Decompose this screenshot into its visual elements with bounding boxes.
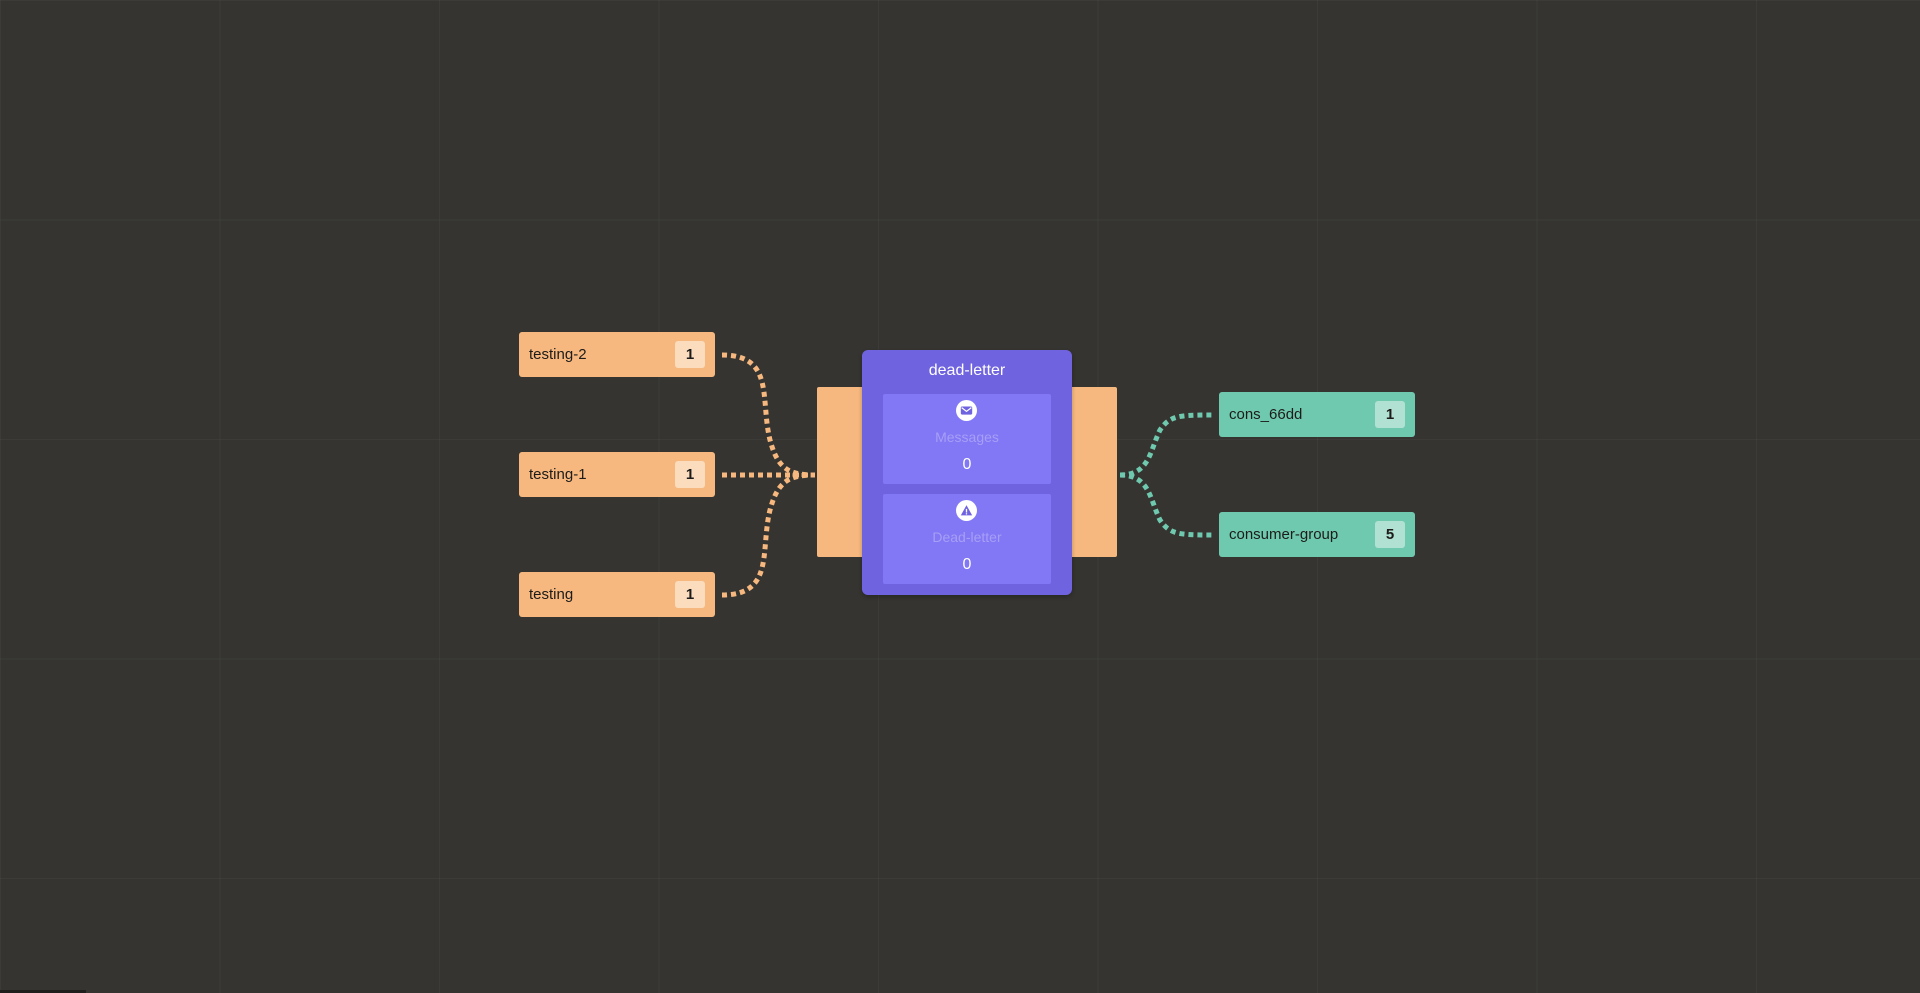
messages-value: 0: [962, 456, 972, 473]
producer-count-badge: 1: [675, 581, 705, 608]
consumer-count-badge: 1: [1375, 401, 1405, 428]
warning-triangle-icon: [956, 500, 977, 521]
dead-letter-value: 0: [962, 556, 972, 573]
messages-label: Messages: [935, 429, 999, 445]
producer-name: testing: [529, 586, 574, 603]
topic-node-dead-letter[interactable]: dead-letter Messages 0 Dead-letter 0: [862, 350, 1072, 595]
edge-testing: [721, 472, 816, 598]
producer-node-testing-2[interactable]: testing-2 1: [519, 332, 715, 377]
edge-cons-66dd: [1119, 412, 1216, 478]
consumer-node-consumer-group[interactable]: consumer-group 5: [1219, 512, 1415, 557]
messages-stat: Messages 0: [883, 394, 1051, 484]
consumer-count-badge: 5: [1375, 521, 1405, 548]
producer-node-testing[interactable]: testing 1: [519, 572, 715, 617]
edge-consumer-group: [1119, 472, 1216, 538]
producer-name: testing-1: [529, 466, 587, 483]
consumer-name: consumer-group: [1229, 526, 1339, 543]
producer-count-badge: 1: [675, 341, 705, 368]
topic-input-port[interactable]: [817, 387, 864, 557]
corner-scrollbar[interactable]: [0, 990, 86, 993]
topic-title: dead-letter: [928, 362, 1006, 379]
edge-testing-2: [721, 352, 816, 478]
consumer-name: cons_66dd: [1229, 406, 1303, 423]
dead-letter-stat: Dead-letter 0: [883, 494, 1051, 584]
producer-node-testing-1[interactable]: testing-1 1: [519, 452, 715, 497]
producer-name: testing-2: [529, 346, 587, 363]
envelope-icon: [956, 400, 977, 421]
producer-count-badge: 1: [675, 461, 705, 488]
dead-letter-label: Dead-letter: [932, 529, 1002, 545]
topic-output-port[interactable]: [1070, 387, 1117, 557]
consumer-node-cons-66dd[interactable]: cons_66dd 1: [1219, 392, 1415, 437]
